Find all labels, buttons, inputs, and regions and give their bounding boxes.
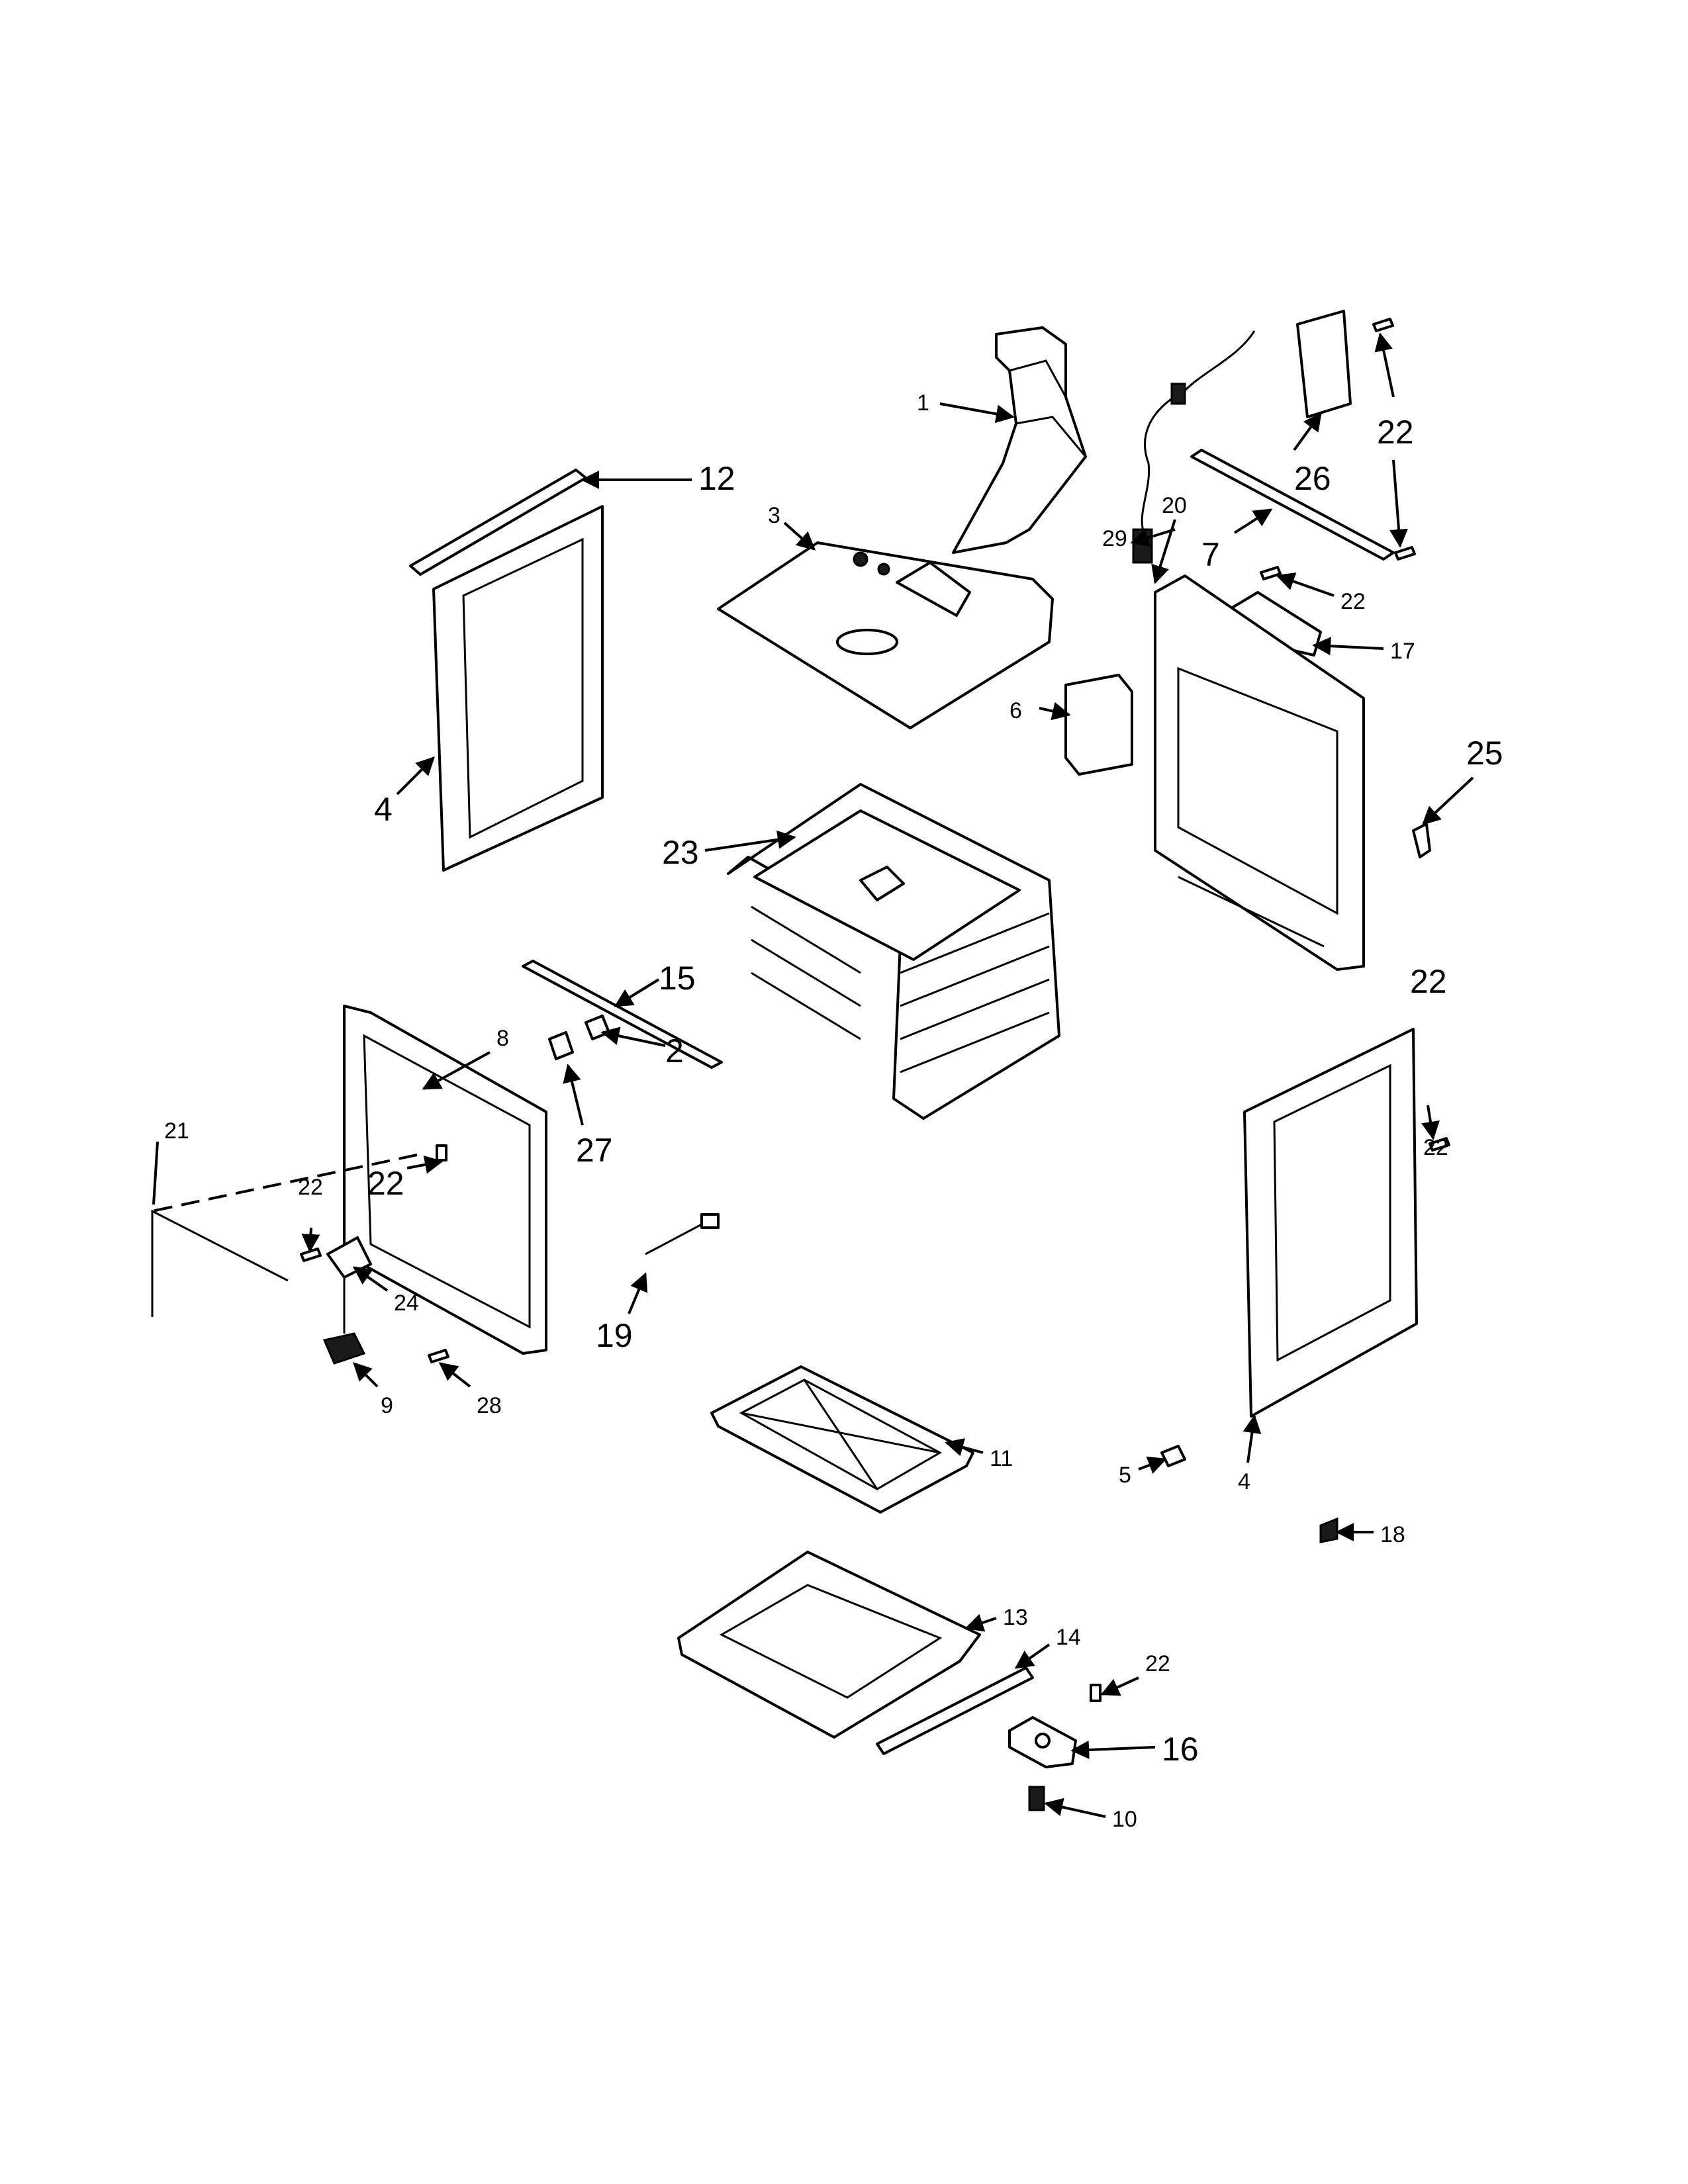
- leveling-bracket-part: [326, 1236, 372, 1334]
- bracket-part: [1296, 310, 1352, 418]
- callout-18: 18: [1380, 1522, 1405, 1547]
- screws: [300, 318, 1450, 1702]
- callout-16: 16: [1162, 1731, 1199, 1768]
- oven-cavity-part: [727, 783, 1060, 1120]
- leveling-leg-part: [1028, 1786, 1045, 1811]
- callout-27: 27: [576, 1132, 613, 1169]
- callout-7: 7: [1201, 536, 1220, 573]
- callout-24: 24: [394, 1291, 419, 1316]
- insulation-block-part: [1064, 674, 1133, 776]
- callout-3: 3: [768, 503, 780, 528]
- callout-22-upper: 22: [1340, 589, 1366, 614]
- callout-4-left: 4: [374, 791, 393, 828]
- left-side-panel-part: [432, 505, 604, 872]
- igniter-part: [645, 1213, 720, 1255]
- callout-22-bottom: 22: [1145, 1651, 1170, 1676]
- callout-9: 9: [381, 1393, 393, 1418]
- callout-12: 12: [698, 460, 735, 497]
- callout-5: 5: [1119, 1463, 1131, 1488]
- callout-22-frame: 22: [367, 1165, 404, 1202]
- rear-panel-part: [1154, 574, 1365, 971]
- callout-22-right: 22: [1410, 963, 1447, 1000]
- power-cord-part: [1132, 330, 1256, 564]
- top-panel-part: [717, 541, 1054, 729]
- callout-13: 13: [1003, 1605, 1028, 1630]
- clip-part: [1412, 823, 1431, 858]
- leveling-foot-part: [322, 1332, 366, 1365]
- callout-14: 14: [1056, 1625, 1081, 1650]
- leader-lines: [152, 332, 1474, 1818]
- callout-10: 10: [1112, 1807, 1137, 1832]
- callout-21: 21: [164, 1118, 189, 1144]
- foot-bracket-part: [1008, 1716, 1077, 1768]
- bottom-panel-part: [677, 1551, 981, 1739]
- knob-part: [548, 1015, 610, 1060]
- door-gasket-part: [151, 1209, 289, 1317]
- callout-4-right: 4: [1238, 1469, 1250, 1494]
- callout-6: 6: [1009, 698, 1022, 723]
- vent-duct-part: [952, 326, 1087, 554]
- callout-20: 20: [1162, 493, 1187, 518]
- callout-28: 28: [477, 1393, 502, 1418]
- callout-15: 15: [659, 960, 696, 997]
- callout-23: 23: [662, 834, 699, 871]
- callout-22-screw: 22: [1423, 1135, 1448, 1160]
- bottom-strip-part: [876, 1666, 1034, 1755]
- callout-19: 19: [596, 1317, 633, 1354]
- callout-11: 11: [990, 1446, 1013, 1471]
- callout-25: 25: [1466, 735, 1503, 772]
- callout-8: 8: [496, 1026, 509, 1051]
- callout-2: 2: [665, 1032, 684, 1069]
- callout-26: 26: [1294, 460, 1331, 497]
- callout-17: 17: [1390, 639, 1415, 664]
- right-side-panel-part: [1243, 1028, 1418, 1418]
- broil-pan-part: [710, 1365, 974, 1514]
- callout-22-top-right: 22: [1377, 414, 1414, 451]
- callout-22-left: 22: [298, 1175, 323, 1200]
- callout-1: 1: [917, 390, 929, 416]
- callout-labels: 1 2 3 4 4 5 6 7 8 9 10 11 12 13 14 15 16…: [164, 390, 1503, 1832]
- callout-29: 29: [1102, 526, 1127, 551]
- rear-strip-part: [1190, 449, 1395, 561]
- front-strip-part: [522, 960, 723, 1069]
